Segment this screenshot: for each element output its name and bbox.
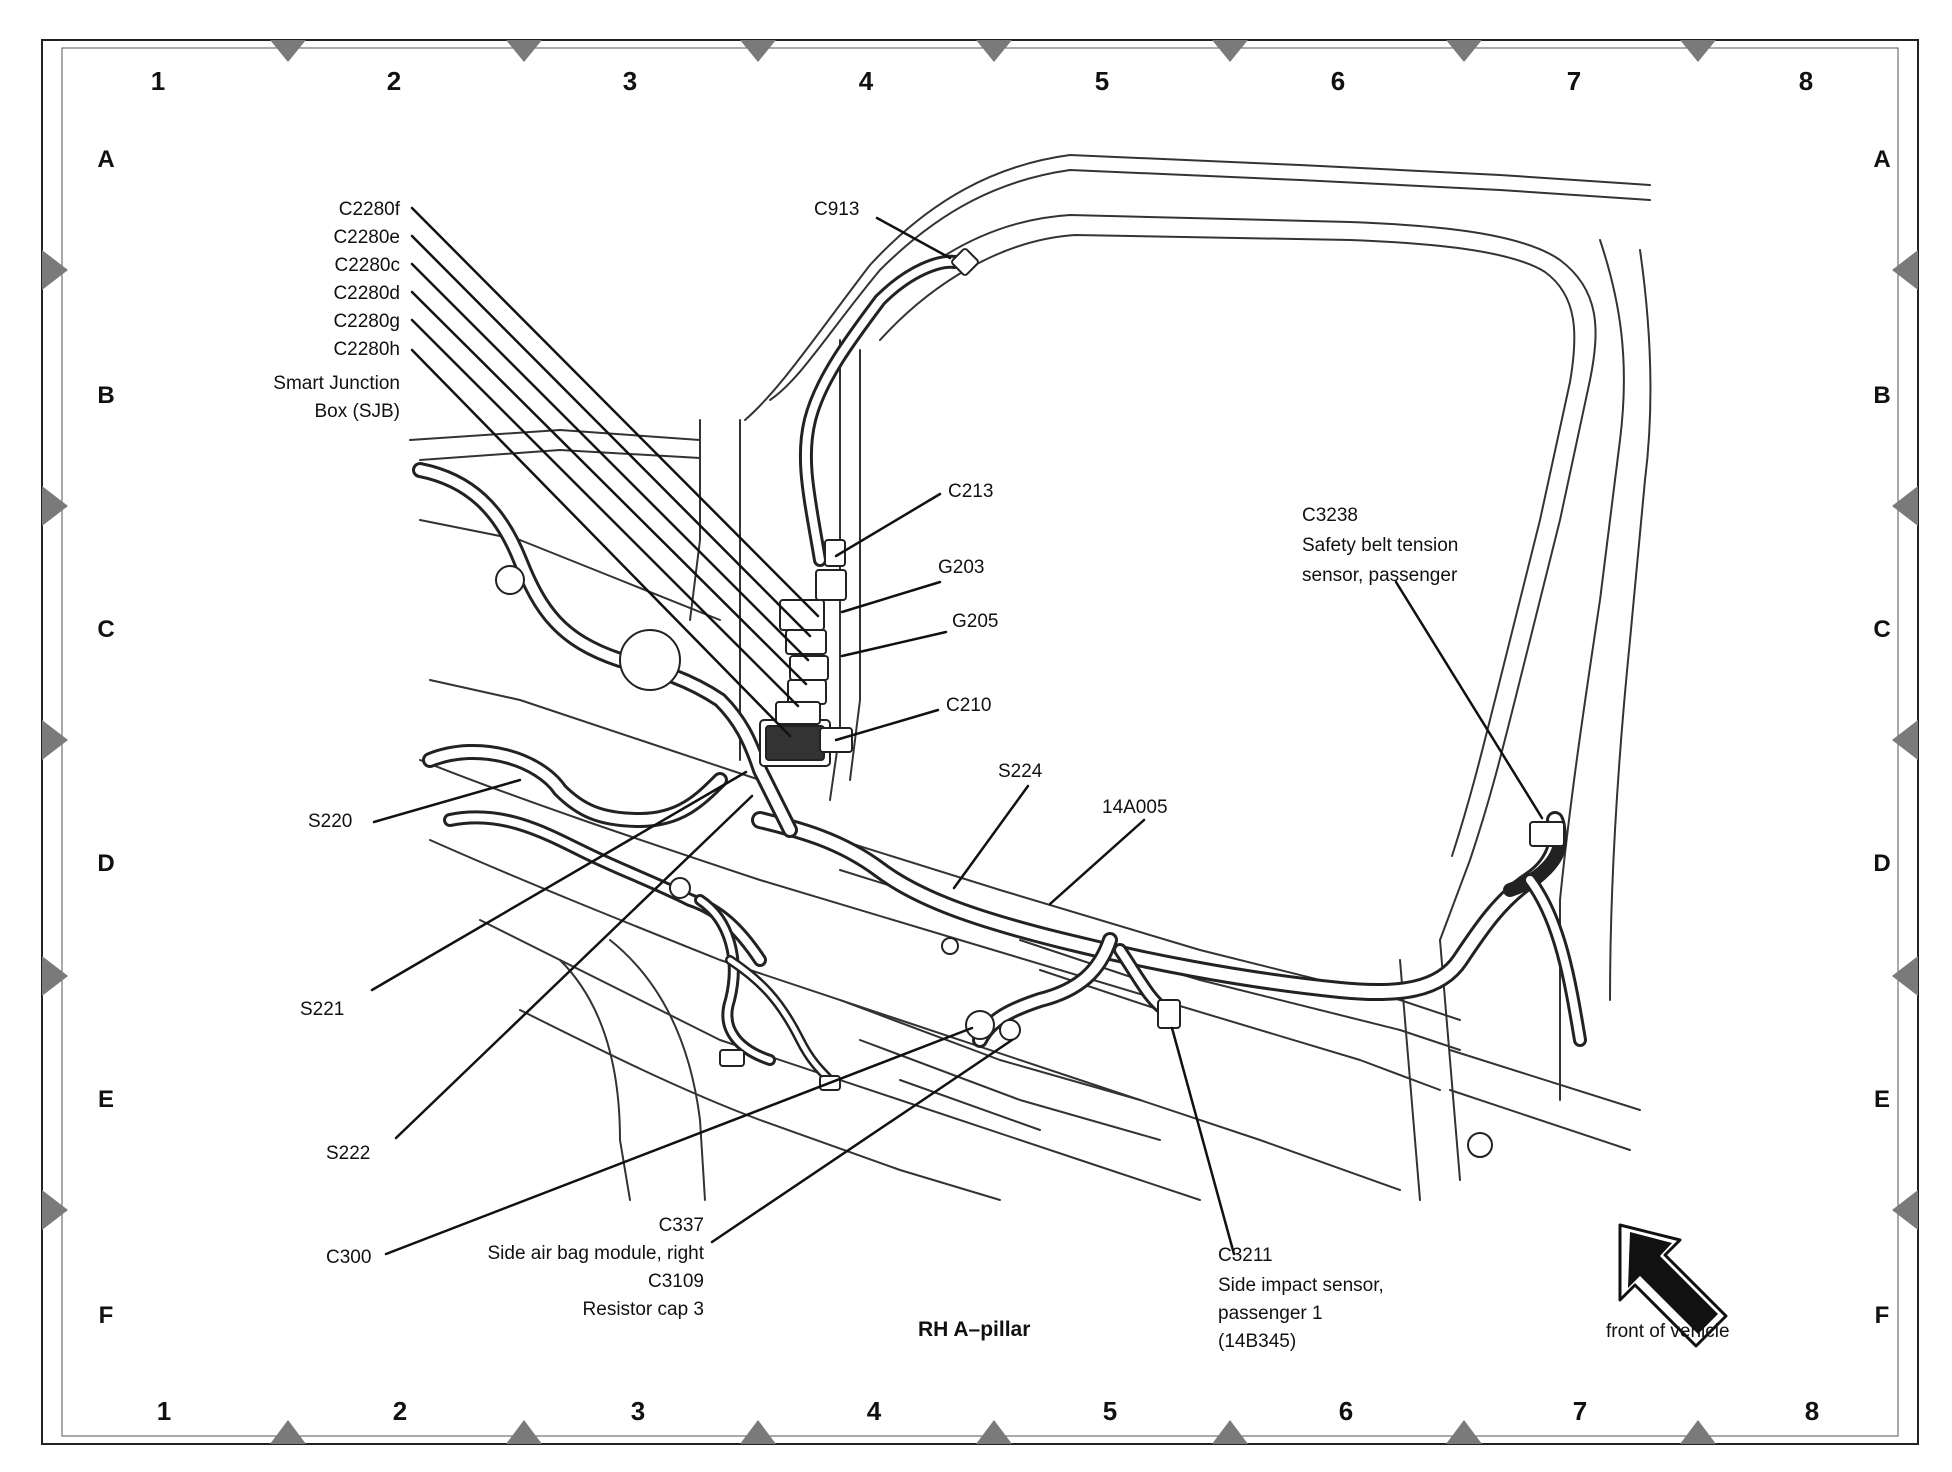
grid-col-7-top: 7 [1566,66,1582,96]
harness-cowl [412,462,835,1085]
grid-col-8-bottom: 8 [1804,1396,1820,1426]
label-c213: C213 [948,481,994,502]
label-c2280g: C2280g [333,311,400,332]
grid-col-1-bottom: 1 [156,1396,172,1426]
grid-col-5-top: 5 [1094,66,1110,96]
label-sjb-line1: Smart Junction [273,373,400,394]
grid-col-6-top: 6 [1330,66,1346,96]
grid-markers-right [1892,250,1918,1230]
label-g203: G203 [938,557,985,578]
grid-col-2-bottom: 2 [392,1396,408,1426]
grid-row-c-left: C [97,616,115,643]
label-sjb-line2: Box (SJB) [314,401,400,422]
grid-markers-top [270,40,1716,62]
label-c3211-desc3: (14B345) [1218,1331,1297,1352]
grid-markers-bottom [270,1420,1716,1444]
grid-row-e-left: E [97,1086,114,1113]
label-c3211-desc2: passenger 1 [1218,1303,1323,1324]
grid-col-4-top: 4 [858,66,874,96]
grid-col-7-bottom: 7 [1572,1396,1588,1426]
front-of-vehicle-label: front of vehicle [1606,1321,1730,1342]
grid-row-c-right: C [1873,616,1891,643]
label-c2280f: C2280f [338,199,400,220]
label-c3211-desc1: Side impact sensor, [1218,1275,1384,1296]
label-c3238-desc2: sensor, passenger [1302,565,1458,586]
label-c300: C300 [326,1247,372,1268]
label-c337-desc: Side air bag module, right [487,1243,704,1264]
grid-row-e-right: E [1873,1086,1890,1113]
label-c3109: C3109 [648,1271,704,1292]
grid-col-6-bottom: 6 [1338,1396,1354,1426]
grid-col-3-top: 3 [622,66,638,96]
label-14a005: 14A005 [1102,797,1168,818]
grid-markers-left [42,250,68,1230]
grid-row-d-right: D [1873,850,1891,877]
label-c2280d: C2280d [333,283,400,304]
grid-col-2-top: 2 [386,66,402,96]
label-c3238-desc1: Safety belt tension [1302,535,1459,556]
grid-row-b-right: B [1873,382,1891,409]
front-of-vehicle-arrow-icon [1618,1223,1728,1348]
grid-col-5-bottom: 5 [1102,1396,1118,1426]
label-c2280e: C2280e [333,227,400,248]
diagram-title: RH A–pillar [918,1318,1031,1341]
leader-lines [370,206,1544,1256]
label-c3238: C3238 [1302,505,1358,526]
label-c3211: C3211 [1218,1245,1273,1266]
grid-row-a-right: A [1873,146,1891,173]
label-s221: S221 [300,999,345,1020]
grid-col-3-bottom: 3 [630,1396,646,1426]
grid-row-f-right: F [1874,1302,1890,1329]
label-c2280h: C2280h [333,339,400,360]
label-g205: G205 [952,611,999,632]
label-s224: S224 [998,761,1043,782]
smart-junction-box [495,248,1565,1158]
label-c3109-desc: Resistor cap 3 [582,1299,704,1320]
grid-col-4-bottom: 4 [866,1396,882,1426]
grid-row-a-left: A [97,146,115,173]
grid-row-f-left: F [98,1302,114,1329]
grid-col-8-top: 8 [1798,66,1814,96]
harness-a-pillar [798,254,962,567]
label-c210: C210 [946,695,992,716]
label-s220: S220 [308,811,353,832]
grid-col-1-top: 1 [150,66,166,96]
grid-row-d-left: D [97,850,115,877]
grid-row-b-left: B [97,382,115,409]
vehicle-body [409,154,1652,1201]
label-c337: C337 [658,1215,704,1236]
label-s222: S222 [326,1143,371,1164]
label-c913: C913 [814,199,860,220]
label-c2280c: C2280c [334,255,401,276]
